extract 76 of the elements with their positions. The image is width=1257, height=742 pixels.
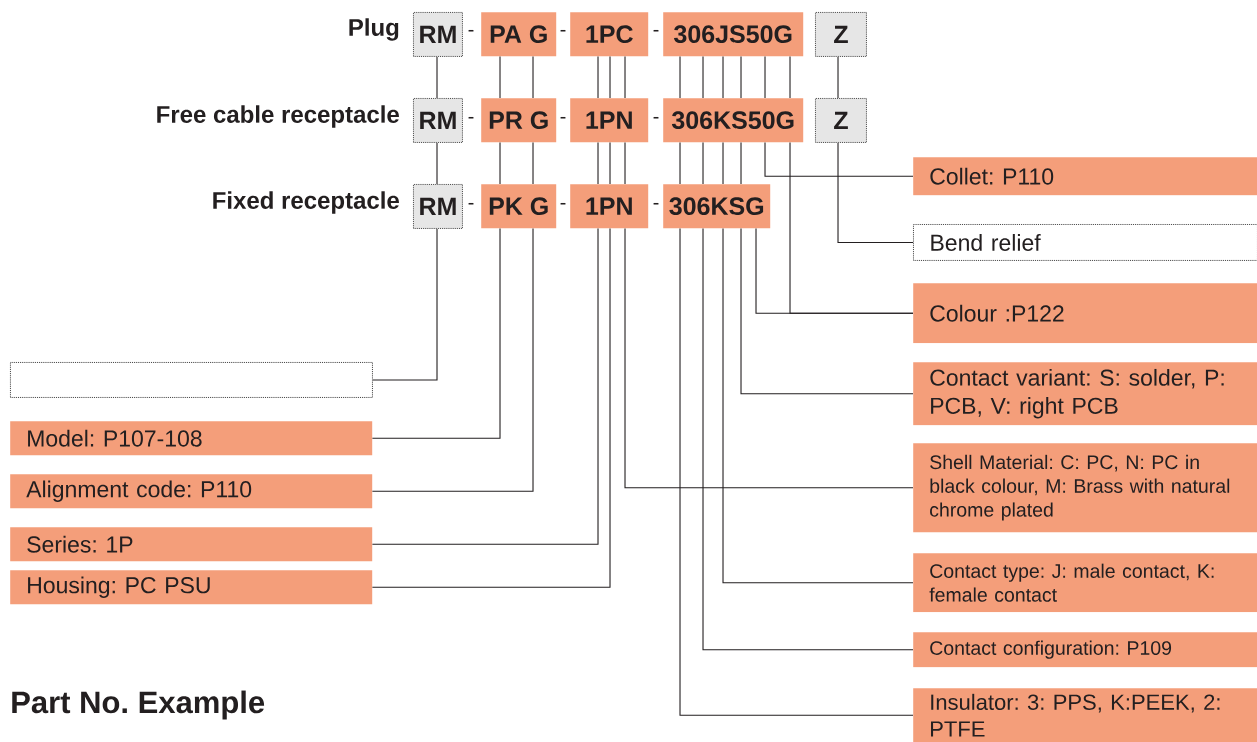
leader-line	[499, 55, 501, 99]
leader-line	[532, 141, 534, 185]
code-box: PR G	[481, 98, 557, 143]
code-box: 1PN	[570, 98, 649, 143]
leader-line	[789, 55, 791, 99]
description-box: Shell Material: C: PC, N: PC in black colour, M: Brass with natural chrome plated	[913, 443, 1257, 533]
description-box: Series: 1P	[10, 527, 373, 562]
leader-line	[371, 227, 534, 492]
leader-line	[837, 142, 914, 243]
leader-line	[740, 55, 742, 99]
separator-dash: -	[468, 202, 474, 205]
leader-line	[722, 141, 724, 185]
row-label: Plug	[349, 18, 399, 41]
code-box: 1PN	[570, 184, 649, 229]
code-box: RM	[413, 184, 463, 229]
leader-line	[624, 141, 626, 185]
leader-line	[371, 227, 599, 545]
description-box: Insulator: 3: PPS, K:PEEK, 2: PTFE	[913, 688, 1257, 742]
leader-line	[624, 55, 626, 99]
leader-line	[702, 141, 704, 185]
row-label: Free cable receptacle	[157, 105, 399, 128]
leader-line	[764, 141, 914, 177]
code-box: 306KS50G	[663, 98, 804, 143]
leader-line	[722, 227, 914, 584]
leader-line	[679, 141, 681, 185]
leader-line	[371, 227, 611, 588]
leader-line	[624, 227, 914, 489]
leader-line	[702, 227, 914, 651]
code-box: RM	[413, 12, 463, 57]
leader-line	[597, 55, 599, 99]
code-box: PA G	[481, 12, 557, 57]
leader-line	[679, 227, 914, 716]
code-box: PK G	[481, 184, 557, 229]
description-box: Contact type: J: male contact, K: female contact	[913, 553, 1257, 613]
separator-dash: -	[653, 29, 659, 32]
leader-line	[609, 141, 611, 185]
leader-line	[371, 227, 501, 439]
leader-line	[436, 56, 438, 99]
separator-dash: -	[560, 29, 566, 32]
description-box: Bend relief	[913, 224, 1257, 261]
leader-line	[740, 227, 914, 395]
leader-line	[740, 141, 742, 185]
leader-line	[532, 55, 534, 99]
description-box: Collet: P110	[913, 157, 1257, 196]
separator-dash: -	[468, 116, 474, 119]
leader-line	[499, 141, 501, 185]
description-box: Colour :P122	[913, 283, 1257, 344]
description-box: Contact variant: S: solder, P: PCB, V: right PCB	[913, 362, 1257, 426]
description-box: Alignment code: P110	[10, 474, 373, 509]
leader-line	[679, 55, 681, 99]
description-box: Housing: PC PSU	[10, 570, 373, 605]
description-box	[10, 362, 373, 398]
leader-line	[609, 55, 611, 99]
description-box: Contact configuration: P109	[913, 632, 1257, 668]
separator-dash: -	[653, 202, 659, 205]
leader-line	[372, 228, 438, 381]
leader-line	[436, 142, 438, 185]
leader-line	[597, 141, 599, 185]
title: Part No. Example	[12, 690, 265, 720]
code-box: Z	[815, 12, 867, 57]
code-box: Z	[815, 98, 867, 143]
leader-line	[837, 56, 839, 99]
description-box: Model: P107-108	[10, 421, 373, 456]
separator-dash: -	[468, 29, 474, 32]
separator-dash: -	[560, 202, 566, 205]
leader-line	[722, 55, 724, 99]
row-label: Fixed receptacle	[213, 191, 399, 214]
code-box: 306JS50G	[663, 12, 804, 57]
code-box: RM	[413, 98, 463, 143]
leader-line	[789, 141, 914, 314]
separator-dash: -	[653, 116, 659, 119]
separator-dash: -	[560, 116, 566, 119]
leader-line	[702, 55, 704, 99]
code-box: 1PC	[570, 12, 649, 57]
code-box: 306KSG	[663, 184, 771, 229]
leader-line	[764, 55, 766, 99]
